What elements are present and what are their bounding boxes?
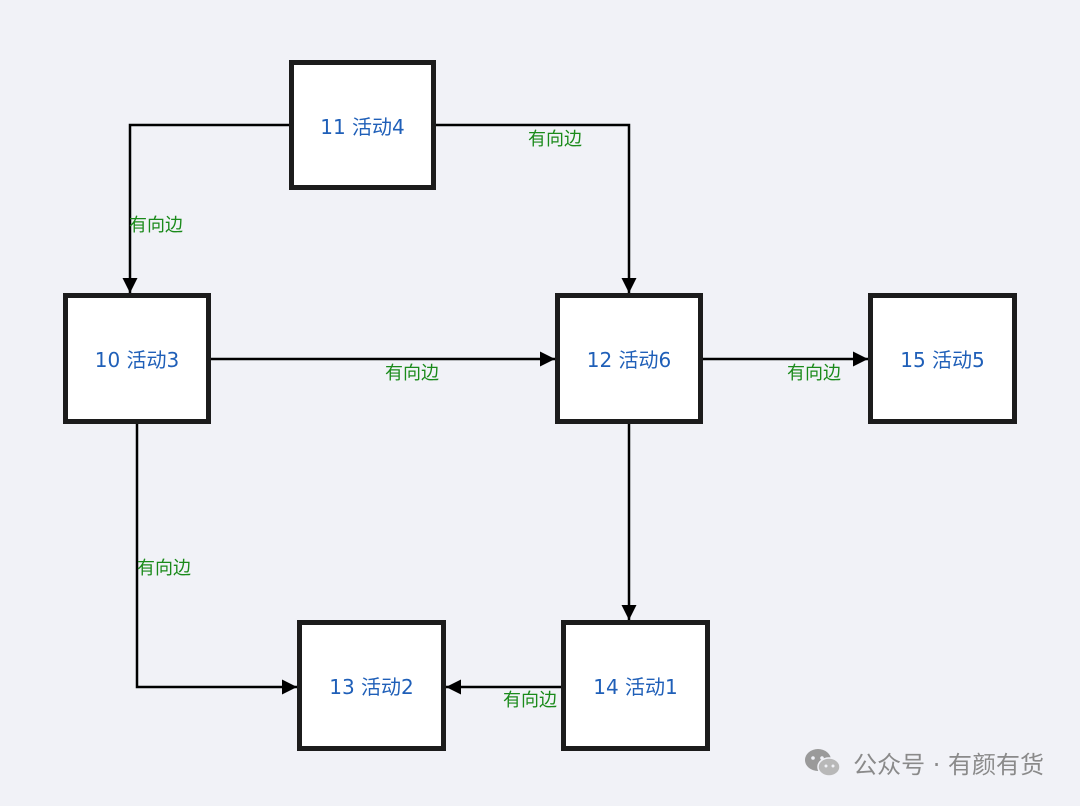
edge-label-12-to-15: 有向边 [787, 363, 841, 384]
edge-label-11-to-12: 有向边 [528, 129, 582, 150]
node-11-activity-4: 11 活动4 [289, 60, 436, 190]
node-label: 10 活动3 [94, 348, 180, 372]
edge-10-to-13 [135, 424, 297, 695]
watermark-text: 公众号 · 有颜有货 [853, 751, 1044, 779]
watermark: 公众号 · 有颜有货 [803, 745, 1044, 780]
node-label: 11 活动4 [320, 114, 405, 139]
edge-label-14-to-13: 有向边 [503, 690, 557, 711]
node-14-activity-1: 14 活动1 [561, 620, 710, 751]
edge-label-10-to-12: 有向边 [385, 363, 439, 384]
node-15-activity-5: 15 活动5 [868, 293, 1017, 424]
node-label: 15 活动5 [900, 348, 985, 372]
node-10-activity-3: 10 活动3 [63, 293, 211, 424]
node-13-activity-2: 13 活动2 [297, 620, 446, 751]
wechat-icon [805, 748, 841, 777]
node-label: 12 活动6 [586, 348, 672, 372]
edge-11-to-12 [435, 123, 637, 293]
node-12-activity-6: 12 活动6 [555, 293, 703, 424]
node-label: 14 活动1 [593, 675, 678, 699]
edge-label-11-to-10: 有向边 [129, 215, 183, 236]
node-label: 13 活动2 [329, 675, 414, 699]
edge-label-10-to-13: 有向边 [137, 558, 191, 579]
edge-11-to-10 [122, 123, 289, 293]
